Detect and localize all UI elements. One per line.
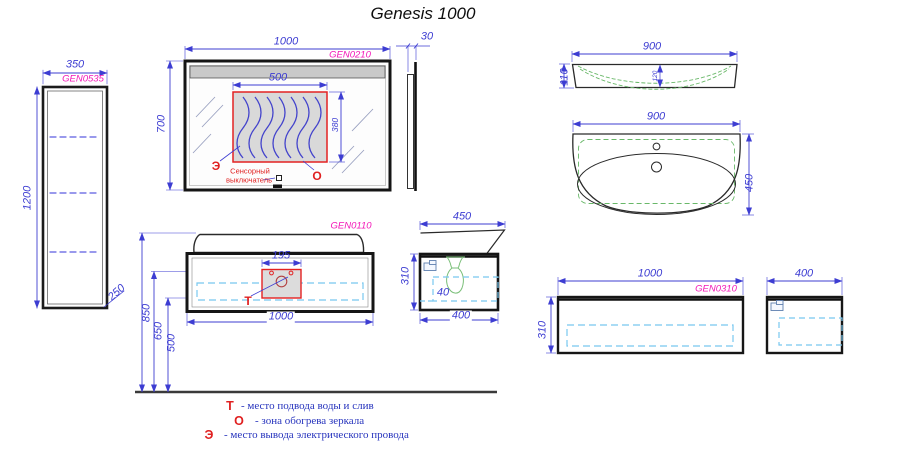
legend-symbol-drain: Т xyxy=(226,398,234,413)
mirror-light-strip xyxy=(189,65,386,79)
dim-basin-side-height: 110 xyxy=(558,68,571,86)
shelf-hidden-line xyxy=(566,324,734,347)
drawer-hidden-line-side xyxy=(432,276,499,302)
plumbing-cutout xyxy=(261,268,302,299)
washbasin-top-view xyxy=(572,120,754,216)
model-label-gen0110: GEN0110 xyxy=(330,220,372,232)
legend-text-heat: - зона обогрева зеркала xyxy=(255,415,365,427)
dim-height-850: 850 xyxy=(140,303,153,323)
dim-vanity-depth-full: 450 xyxy=(452,210,472,223)
dim-vanity-width: 1000 xyxy=(266,310,296,323)
dim-heat-zone-width: 500 xyxy=(268,71,288,84)
dim-vanity-depth: 400 xyxy=(449,309,473,322)
vanity-front-view xyxy=(135,232,497,394)
model-label-gen0535: GEN0535 xyxy=(62,73,104,85)
sensor-switch xyxy=(276,175,282,181)
dim-basin-top-depth: 450 xyxy=(743,173,756,193)
legend-symbol-power: Э xyxy=(204,427,214,442)
dim-basin-bowl-depth: 120 xyxy=(651,70,659,82)
mirror-side-view xyxy=(396,43,430,191)
dim-shelf-width: 1000 xyxy=(637,267,663,280)
dim-heat-zone-height: 380 xyxy=(329,117,340,133)
tall-cabinet-view xyxy=(34,69,125,310)
mirror-mount-mark xyxy=(273,184,282,188)
sensor-leader-line xyxy=(262,177,276,181)
vessel-basin-outline xyxy=(193,233,365,254)
dim-height-650: 650 xyxy=(152,321,165,341)
basin-overhang xyxy=(420,229,506,255)
faucet-hole xyxy=(652,142,661,151)
legend-text-power: - место вывода электрического провода xyxy=(224,429,409,441)
dim-basin-top-width: 900 xyxy=(646,110,666,123)
mirror-front-view xyxy=(166,46,392,192)
drain-leader-line xyxy=(250,276,289,297)
siphon-outline xyxy=(446,256,465,294)
heat-leader-line xyxy=(302,160,315,171)
dim-vanity-height: 310 xyxy=(399,266,412,286)
model-label-gen0210: GEN0210 xyxy=(329,49,371,61)
heat-wave-lines xyxy=(236,96,322,159)
model-label-gen0310: GEN0310 xyxy=(695,283,737,295)
washbasin-side-view xyxy=(559,51,738,90)
sensor-switch-note-line1: Сенсорный xyxy=(230,166,270,176)
marker-heat-zone: О xyxy=(312,169,322,183)
dim-vanity-gap: 40 xyxy=(436,286,450,299)
sensor-switch-note-line2: выключатель xyxy=(225,175,273,185)
vanity-side-view xyxy=(410,221,506,324)
dim-height-500: 500 xyxy=(165,333,178,353)
dim-vanity-cutout: 195 xyxy=(271,249,291,262)
marker-water-drain: Т xyxy=(244,294,252,308)
power-leader-line xyxy=(219,145,241,162)
dim-shelf-depth: 400 xyxy=(794,267,814,280)
page-title: Genesis 1000 xyxy=(370,4,476,23)
dim-tall-cabinet-width: 350 xyxy=(65,58,85,71)
legend-text-drain: - место подвода воды и слив xyxy=(241,400,374,412)
dim-basin-side-width: 900 xyxy=(642,40,662,53)
shelf-hidden-line-side xyxy=(778,317,843,346)
dim-mirror-width: 1000 xyxy=(273,35,299,48)
dim-mirror-height: 700 xyxy=(155,114,168,134)
dim-mirror-thickness: 30 xyxy=(420,30,434,43)
shelf-side-view xyxy=(765,277,844,355)
legend-symbol-heat: О xyxy=(234,413,244,428)
drain-hole xyxy=(651,161,662,173)
shelf-front-view xyxy=(546,277,745,355)
marker-power-outlet: Э xyxy=(211,159,221,173)
dim-shelf-height: 310 xyxy=(536,320,549,340)
dim-tall-cabinet-height: 1200 xyxy=(21,185,34,211)
